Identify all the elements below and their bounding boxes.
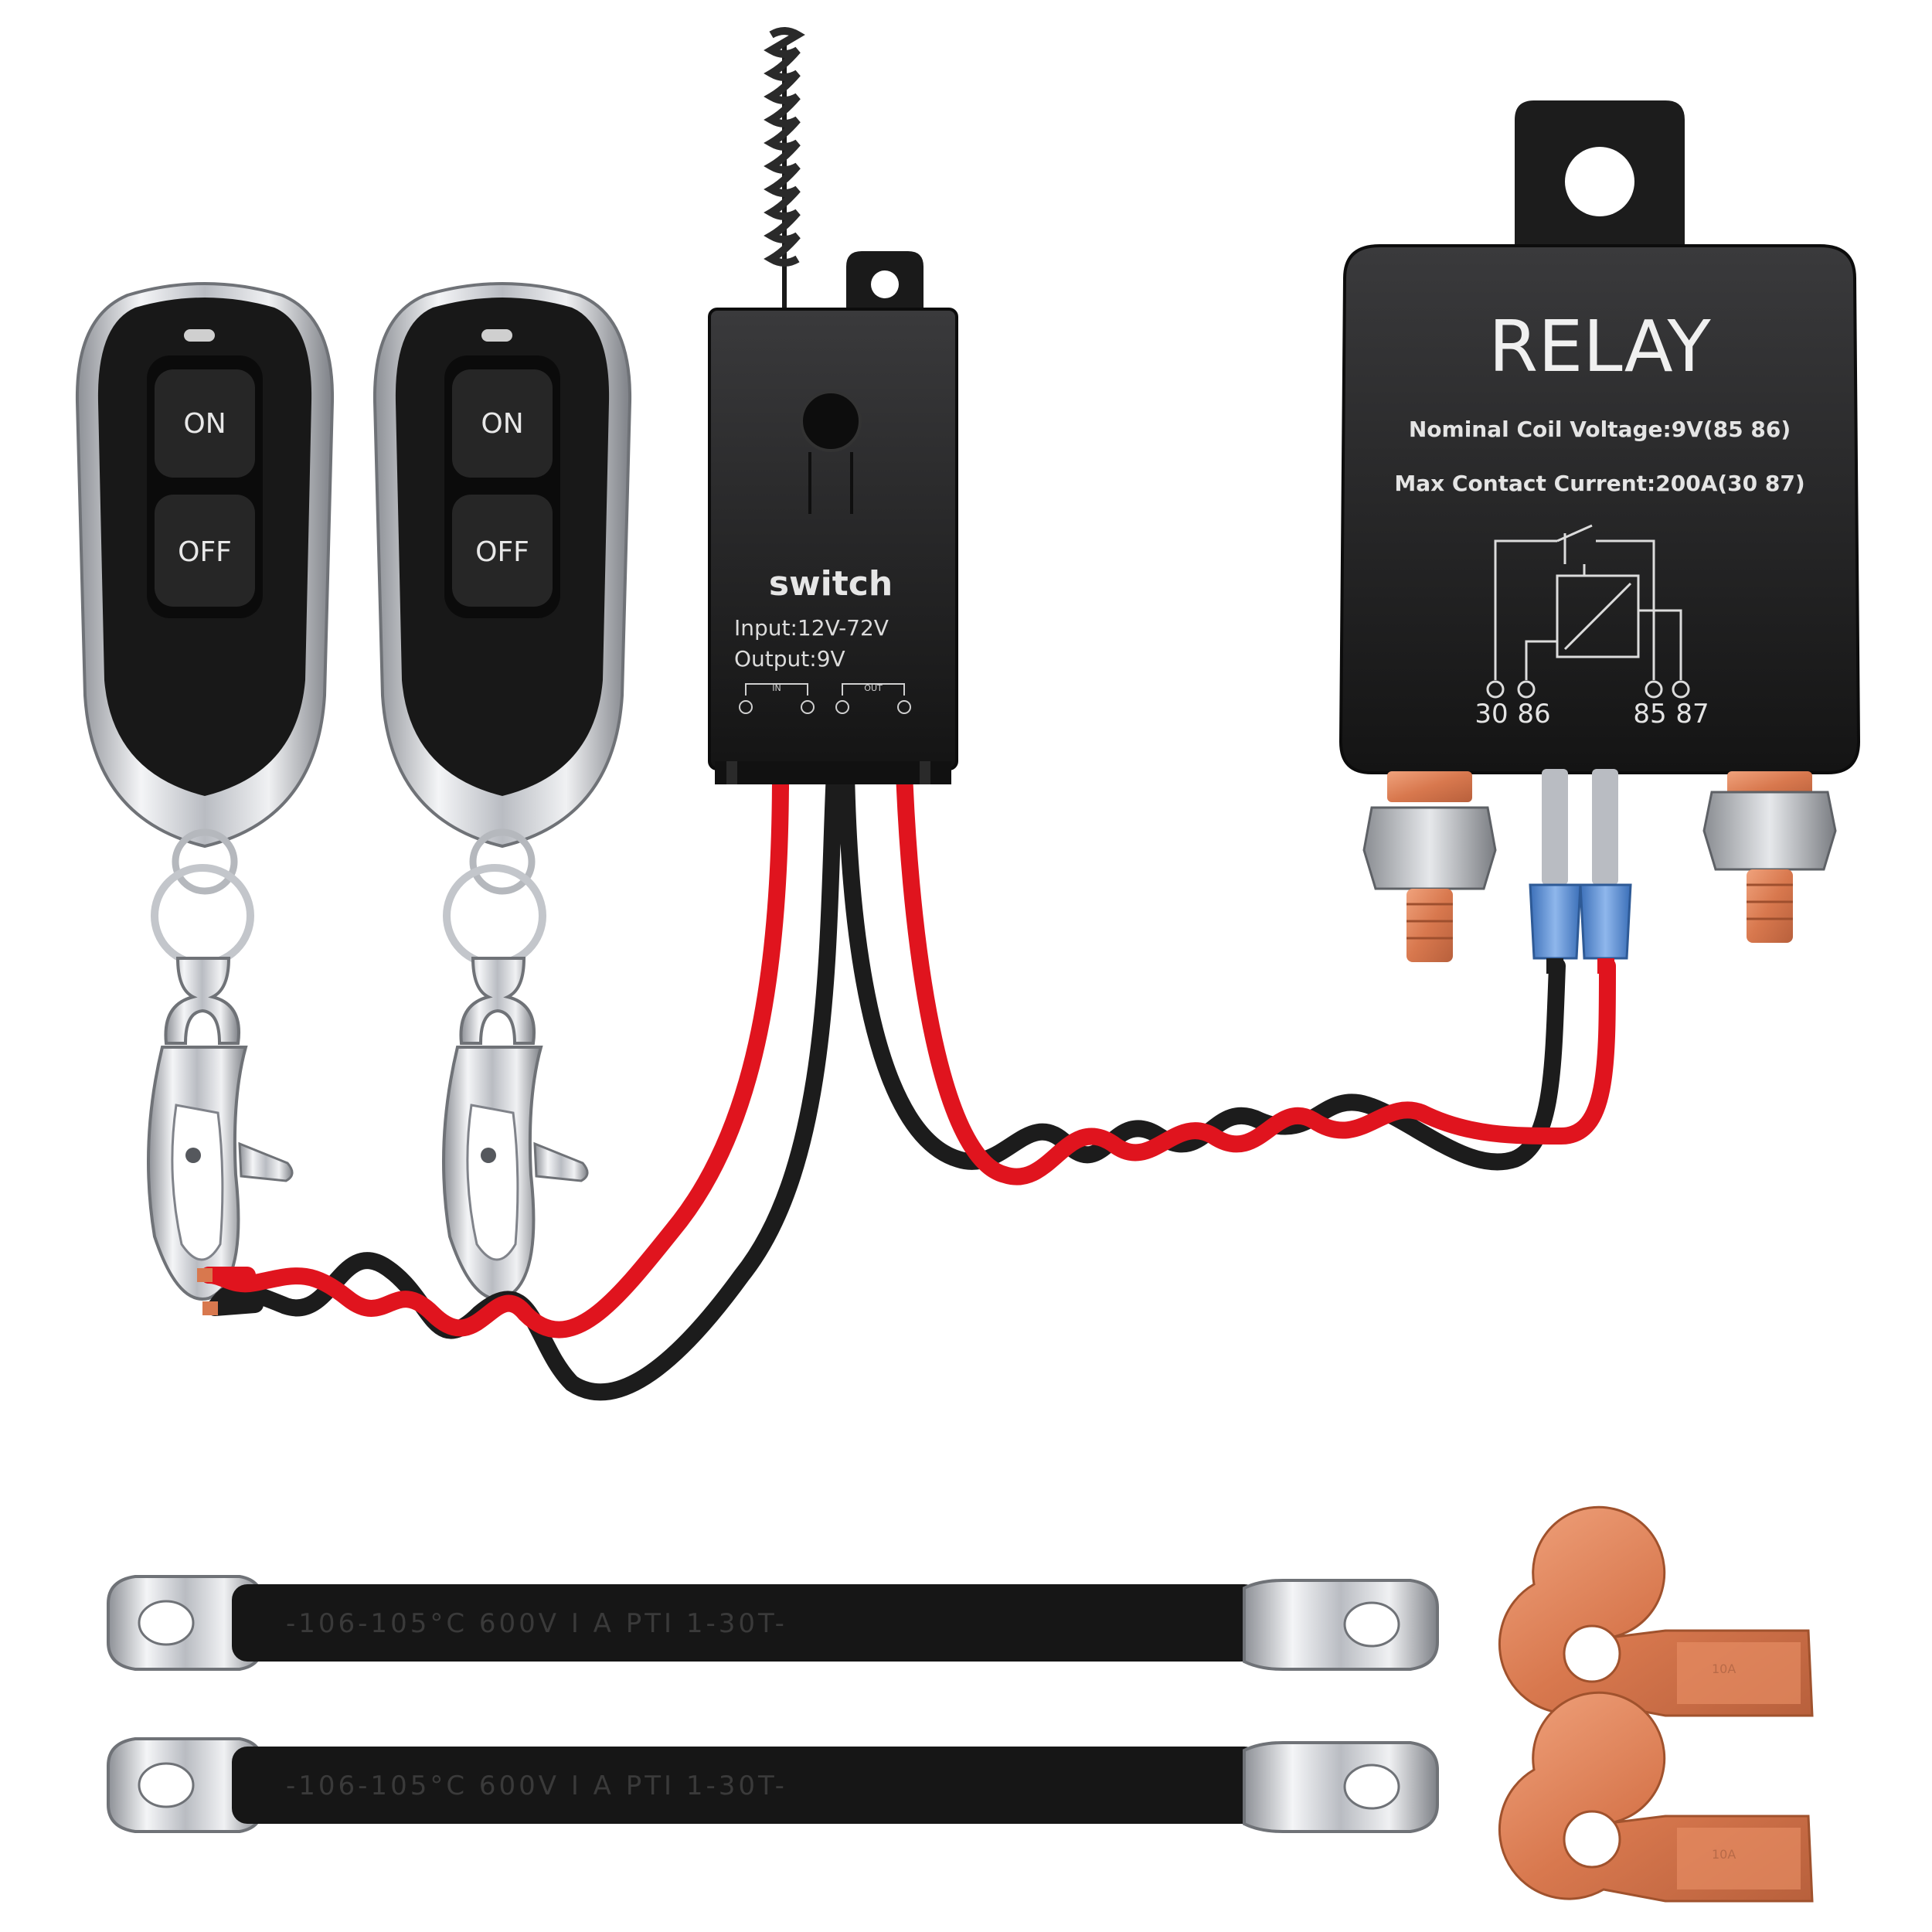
copper-lug-2: 10A bbox=[1498, 1691, 1814, 1903]
red-wire-right bbox=[896, 764, 1616, 1185]
remote-off-label: OFF bbox=[475, 536, 529, 568]
relay-stud-right bbox=[1702, 771, 1837, 943]
black-wire-end bbox=[206, 1296, 264, 1316]
pin-label-85: 85 bbox=[1633, 699, 1666, 730]
remote-off-label: OFF bbox=[178, 536, 232, 568]
terminal-diagram bbox=[739, 683, 911, 714]
relay-contact-current: Max Contact Current:200A(30 87) bbox=[1394, 471, 1804, 496]
learn-button[interactable] bbox=[800, 390, 862, 452]
copper-strand bbox=[197, 1268, 213, 1282]
switch-input-spec: Input:12V-72V bbox=[734, 615, 889, 641]
led-indicator bbox=[184, 329, 215, 342]
cable-print: -106-105°C 600V I A PTI 1-30T- bbox=[286, 1770, 787, 1801]
in-marker: IN bbox=[772, 683, 781, 693]
relay-schematic bbox=[1486, 524, 1690, 699]
red-wire-left bbox=[200, 764, 789, 1338]
remote-off-button[interactable]: OFF bbox=[452, 495, 553, 607]
cable-print: -106-105°C 600V I A PTI 1-30T- bbox=[286, 1608, 787, 1639]
antenna-coil bbox=[764, 27, 805, 267]
remote-control-2: ON OFF bbox=[372, 282, 632, 1301]
switch-module: switch Input:12V-72V Output:9V IN OUT bbox=[708, 27, 958, 784]
spade-terminal-2 bbox=[1579, 769, 1632, 960]
remote-on-label: ON bbox=[183, 408, 226, 440]
copper-strand bbox=[202, 1301, 218, 1315]
remote-off-button[interactable]: OFF bbox=[155, 495, 255, 607]
remote-on-button[interactable]: ON bbox=[452, 369, 553, 478]
battery-cable-1: -106-105°C 600V I A PTI 1-30T- bbox=[107, 1575, 1439, 1671]
lobster-clasp bbox=[442, 957, 589, 1301]
key-ring-large bbox=[443, 864, 546, 968]
remote-control-1: ON OFF bbox=[75, 282, 335, 1301]
relay-title: RELAY bbox=[1488, 305, 1711, 388]
relay-coil-voltage: Nominal Coil Voltage:9V(85 86) bbox=[1409, 417, 1791, 442]
key-ring-small bbox=[172, 828, 238, 895]
led-indicator bbox=[481, 329, 512, 342]
switch-body bbox=[708, 308, 958, 770]
mounting-hole bbox=[871, 270, 899, 298]
remote-on-button[interactable]: ON bbox=[155, 369, 255, 478]
remote-on-label: ON bbox=[481, 408, 523, 440]
pin-label-86: 86 bbox=[1517, 699, 1550, 730]
copper-lug-1: 10A bbox=[1498, 1505, 1814, 1717]
pin-label-87: 87 bbox=[1675, 699, 1709, 730]
lug-marking: 10A bbox=[1712, 1847, 1736, 1862]
switch-title: switch bbox=[769, 564, 893, 604]
relay-body bbox=[1338, 244, 1861, 774]
key-ring-small bbox=[469, 828, 536, 895]
spade-terminal-1 bbox=[1529, 769, 1582, 960]
out-marker: OUT bbox=[864, 683, 883, 693]
battery-cable-2: -106-105°C 600V I A PTI 1-30T- bbox=[107, 1737, 1439, 1833]
lug-marking: 10A bbox=[1712, 1662, 1736, 1676]
black-wire-right bbox=[838, 764, 1566, 1171]
wire-harness bbox=[197, 764, 1616, 1401]
relay: RELAY Nominal Coil Voltage:9V(85 86) Max… bbox=[1338, 100, 1861, 974]
key-ring-large bbox=[151, 864, 254, 968]
pin-label-30: 30 bbox=[1475, 699, 1508, 730]
relay-stud-left bbox=[1362, 771, 1497, 962]
switch-output-spec: Output:9V bbox=[734, 646, 845, 672]
lobster-clasp bbox=[147, 957, 294, 1301]
bracket-hole bbox=[1565, 147, 1634, 216]
